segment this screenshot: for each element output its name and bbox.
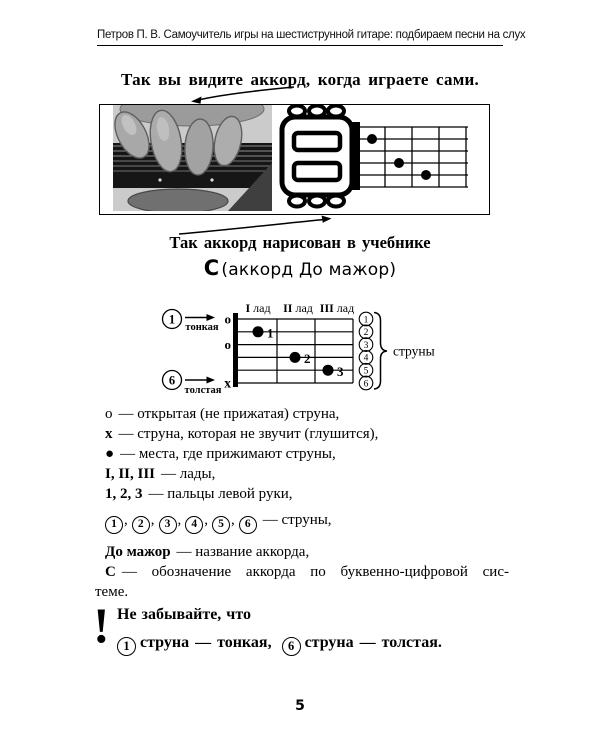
svg-text:5: 5 <box>364 367 369 377</box>
exclamation-icon: ! <box>93 597 110 653</box>
svg-text:4: 4 <box>364 354 369 364</box>
nut-bar <box>233 313 238 387</box>
svg-text:1: 1 <box>364 315 369 325</box>
strings-brace <box>373 311 388 390</box>
svg-text:3: 3 <box>337 364 344 379</box>
heading-see-yourself: Так вы видите аккорд, когда играете сами… <box>121 70 479 89</box>
note-heading: Не забывайте, что <box>117 606 251 623</box>
finger-dots: 1 2 3 <box>252 326 344 379</box>
legend: о— открытая (не прижатая) струна, х— стр… <box>95 404 509 602</box>
chord-title: C(аккорд До мажор) <box>0 256 600 280</box>
string6-callout: 6 толстая <box>161 369 222 396</box>
svg-text:1: 1 <box>169 313 175 327</box>
circled-5-icon: 5 <box>212 515 230 534</box>
note-circled-6-icon: 6 <box>281 636 301 656</box>
legend-item-fingers: 1, 2, 3— пальцы левой руки, <box>105 486 293 502</box>
headstock-drawing <box>279 105 360 209</box>
chord-figure-frame <box>99 104 490 215</box>
running-header: Петров П. В. Самоучитель игры на шестист… <box>97 29 526 46</box>
open-marker-string1: о <box>225 312 232 327</box>
note-circled-1-icon: 1 <box>117 636 136 656</box>
legend-sym-open: о <box>105 406 113 422</box>
hand-photo <box>113 105 272 211</box>
figure-finger-dots <box>367 134 431 180</box>
legend-item-letter-continuation: теме. <box>95 583 129 600</box>
circled-6-icon: 6 <box>238 515 257 534</box>
open-marker-string3: о <box>225 337 232 352</box>
chord-figure-graphic <box>113 105 468 211</box>
string-number-column: 1 2 3 4 5 6 <box>358 311 374 391</box>
legend-item-mute: х— струна, которая не звучит (глушится), <box>105 426 379 442</box>
legend-item-frets: I, II, III— лады, <box>105 466 216 482</box>
legend-sym-mute: х <box>105 426 113 442</box>
legend-sym-frets: I, II, III <box>105 466 156 482</box>
legend-item-dot: ●— места, где прижимают струны, <box>105 446 336 462</box>
legend-item-strings: 1,2,3,4,5,6— струны, <box>95 508 509 534</box>
legend-sym-fingers: 1, 2, 3 <box>105 486 143 502</box>
legend-sym-dot-icon: ● <box>105 446 115 462</box>
strings-brace-label: струны <box>393 344 435 359</box>
legend-item-letter: С— обозначение аккорда по буквенно-цифро… <box>105 563 509 580</box>
svg-text:2: 2 <box>364 328 369 338</box>
circled-3-icon: 3 <box>158 515 177 534</box>
figure-fret-grid <box>360 126 468 188</box>
legend-item-chord-name: До мажор— название аккорда, <box>105 543 310 560</box>
svg-text:6: 6 <box>364 379 369 389</box>
mute-marker-string6: х <box>224 376 231 391</box>
chord-letter: C <box>203 256 220 280</box>
string1-callout: 1 тонкая <box>161 308 219 333</box>
svg-text:6: 6 <box>169 374 175 388</box>
circled-2-icon: 2 <box>131 515 150 534</box>
svg-text:2: 2 <box>304 351 311 366</box>
svg-text:1: 1 <box>267 326 274 341</box>
circled-1-icon: 1 <box>105 515 123 534</box>
caption-drawn-in-book: Так аккорд нарисован в учебнике <box>169 233 431 252</box>
svg-text:3: 3 <box>364 341 369 351</box>
circled-4-icon: 4 <box>185 515 204 534</box>
svg-text:толстая: толстая <box>185 385 222 396</box>
svg-text:тонкая: тонкая <box>185 322 218 333</box>
legend-item-open: о— открытая (не прижатая) струна, <box>105 406 340 422</box>
arrow-to-frame <box>178 215 332 235</box>
chord-name: (аккорд До мажор) <box>221 260 397 280</box>
page-number: 5 <box>295 698 305 714</box>
